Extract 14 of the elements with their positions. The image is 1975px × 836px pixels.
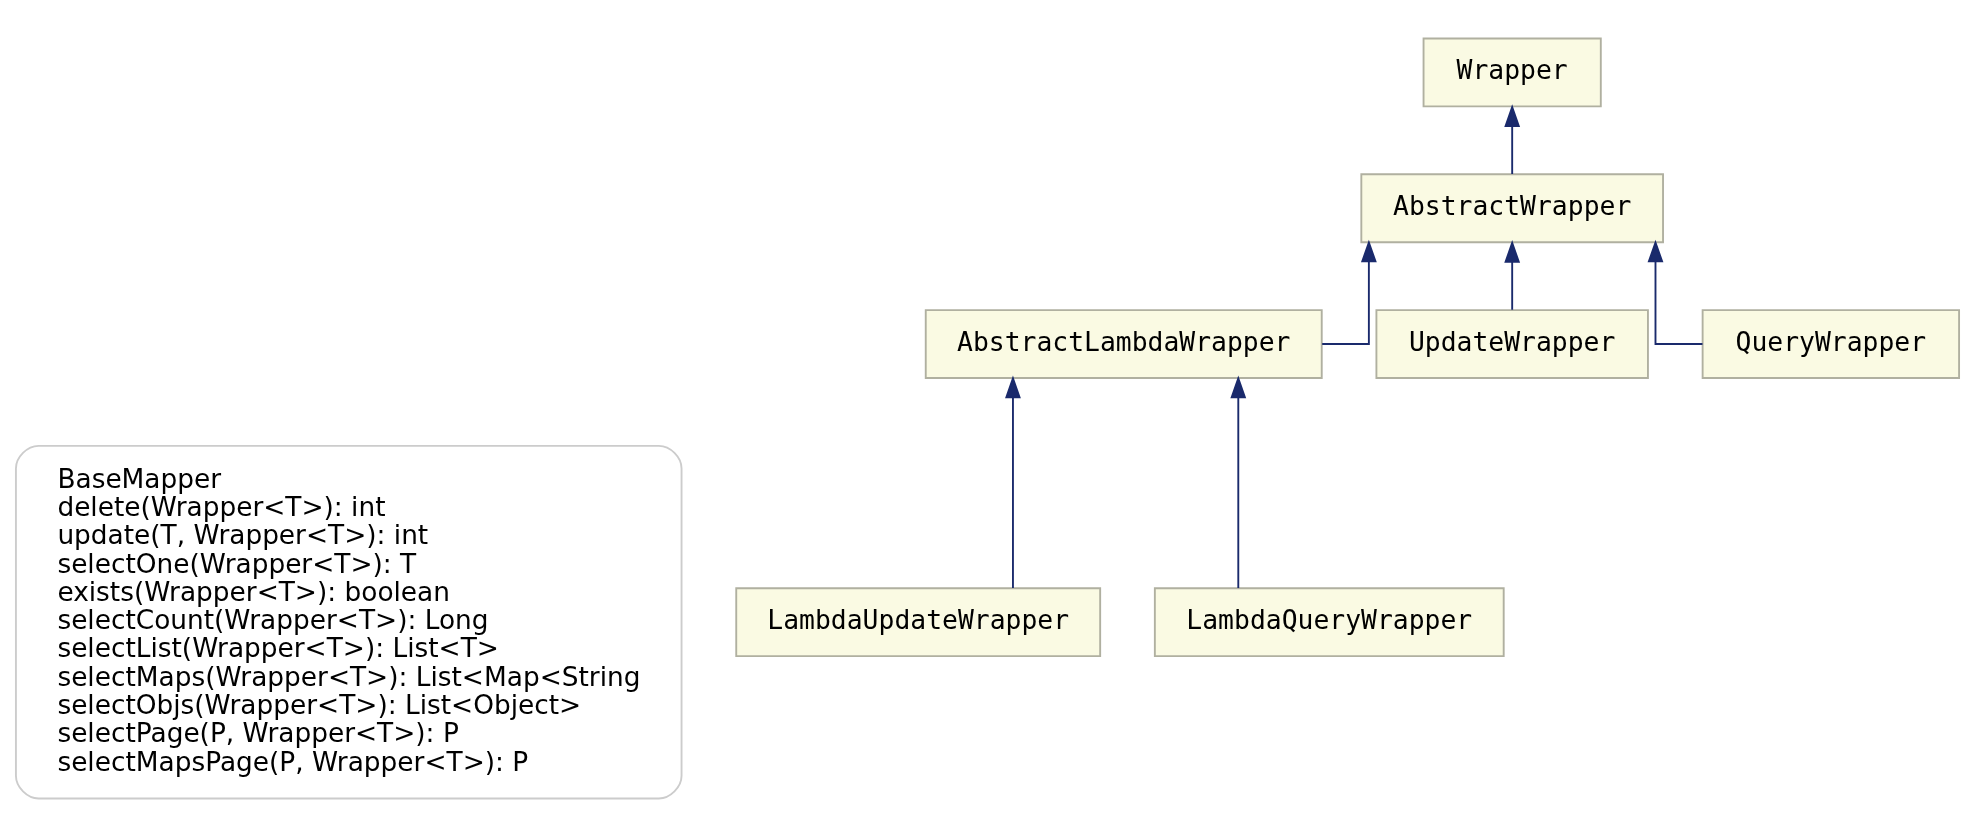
node-box: LambdaQueryWrapper [1153,586,1505,657]
arrow [1504,239,1521,311]
arrow [1321,239,1377,345]
node-box: Wrapper [1422,37,1602,107]
arrow [1005,375,1021,589]
node-box: LambdaUpdateWrapper [735,586,1102,657]
node-box: BaseMapper delete(Wrapper<T>): int update(T, Wrapper<T>): int selectOne(Wrapper<T>): T exists(Wrapper<T>): boolean selectCount(Wrapper<T>): Long selectList(Wrapper<T>): List<T> selectMaps(Wrapper<T>): List<Map<String selectObjs(Wrapper<T>): List<Object> selectPage(P, Wrapper<T>): P selectMapsPage(P, Wrapper<T>): P [14,444,683,799]
node-box: QueryWrapper [1701,308,1961,379]
node-box: AbstractLambdaWrapper [924,308,1323,379]
arrow [1504,103,1521,175]
arrow [1230,375,1247,589]
node-box: AbstractWrapper [1360,172,1664,243]
node-box: UpdateWrapper [1375,308,1649,379]
arrow [1647,239,1704,345]
